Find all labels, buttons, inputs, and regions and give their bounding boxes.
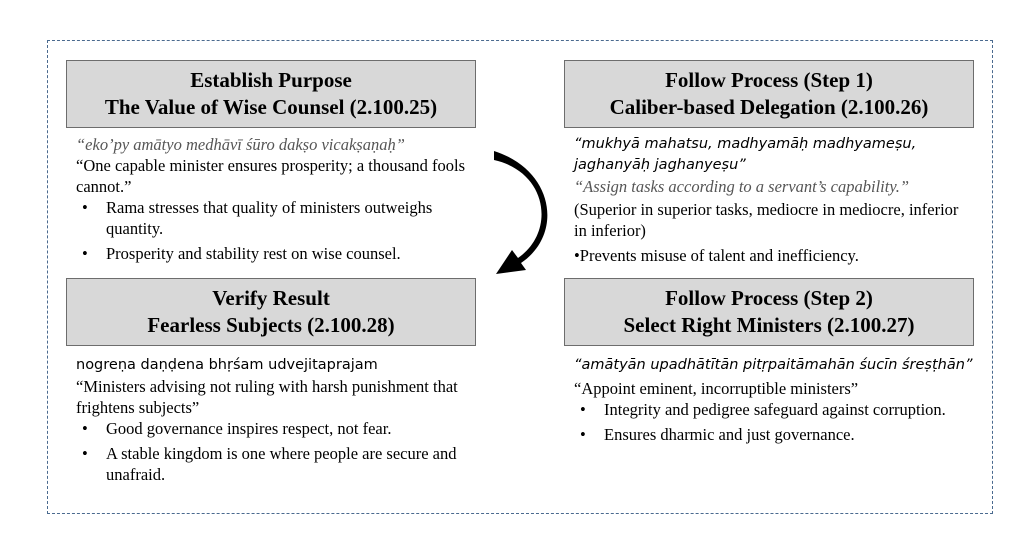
clarification-note: (Superior in superior tasks, mediocre in… — [574, 200, 959, 240]
bullet-icon: • — [82, 444, 88, 463]
sanskrit-quote: “mukhyā mahatsu, madhyamāḥ madhyameṣu, j… — [574, 136, 917, 173]
header-title-line2: Caliber-based Delegation (2.100.26) — [609, 95, 929, 119]
translation-text: “Assign tasks according to a servant’s c… — [574, 177, 910, 196]
list-item: •A stable kingdom is one where people ar… — [82, 444, 457, 484]
bullet-icon: • — [82, 419, 88, 438]
header-title-line1: Follow Process (Step 2) — [665, 286, 873, 310]
translation-text: “Appoint eminent, incorruptible minister… — [574, 379, 859, 398]
body-follow-process-step2: “amātyān upadhātītān pitṛpaitāmahān śucī… — [574, 355, 974, 445]
bullet-icon: • — [82, 198, 88, 217]
bullet-icon: • — [580, 400, 586, 419]
sanskrit-quote: “eko’py amātyo medhāvī śūro dakṣo vicakṣ… — [76, 135, 405, 154]
body-follow-process-step1: “mukhyā mahatsu, madhyamāḥ madhyameṣu, j… — [574, 134, 974, 266]
header-title-line1: Establish Purpose — [190, 68, 352, 92]
header-title-line1: Verify Result — [212, 286, 330, 310]
bullet-list: •Good governance inspires respect, not f… — [76, 418, 476, 485]
list-item: •Good governance inspires respect, not f… — [82, 419, 392, 438]
body-establish-purpose: “eko’py amātyo medhāvī śūro dakṣo vicakṣ… — [76, 134, 476, 264]
body-verify-result: nogreṇa daṇḍena bhṛśam udvejitaprajam “M… — [76, 355, 476, 485]
header-title-line2: The Value of Wise Counsel (2.100.25) — [104, 95, 438, 119]
bullet-list: •Integrity and pedigree safeguard agains… — [574, 399, 974, 445]
curved-arrow-icon — [494, 151, 548, 274]
bullet-icon: • — [82, 244, 88, 263]
header-title-line2: Fearless Subjects (2.100.28) — [147, 313, 395, 337]
diagram-frame — [47, 40, 993, 514]
list-item: •Ensures dharmic and just governance. — [580, 425, 855, 444]
bullet-icon: • — [580, 425, 586, 444]
header-verify-result: Verify Result Fearless Subjects (2.100.2… — [66, 278, 476, 346]
header-establish-purpose: Establish Purpose The Value of Wise Coun… — [66, 60, 476, 128]
translation-text: “One capable minister ensures prosperity… — [76, 156, 466, 196]
list-item: •Prosperity and stability rest on wise c… — [82, 244, 401, 263]
translation-text: “Ministers advising not ruling with hars… — [76, 377, 458, 417]
header-title-line1: Follow Process (Step 1) — [665, 68, 873, 92]
list-item: •Rama stresses that quality of ministers… — [82, 198, 433, 238]
sanskrit-quote: “amātyān upadhātītān pitṛpaitāmahān śucī… — [574, 357, 973, 373]
header-title-line2: Select Right Ministers (2.100.27) — [623, 313, 915, 337]
list-item: •Integrity and pedigree safeguard agains… — [580, 400, 946, 419]
header-follow-process-step2: Follow Process (Step 2) Select Right Min… — [564, 278, 974, 346]
bullet-list: •Rama stresses that quality of ministers… — [76, 197, 476, 264]
header-follow-process-step1: Follow Process (Step 1) Caliber-based De… — [564, 60, 974, 128]
sanskrit-quote: nogreṇa daṇḍena bhṛśam udvejitaprajam — [76, 357, 378, 373]
key-point: •Prevents misuse of talent and inefficie… — [574, 246, 859, 265]
